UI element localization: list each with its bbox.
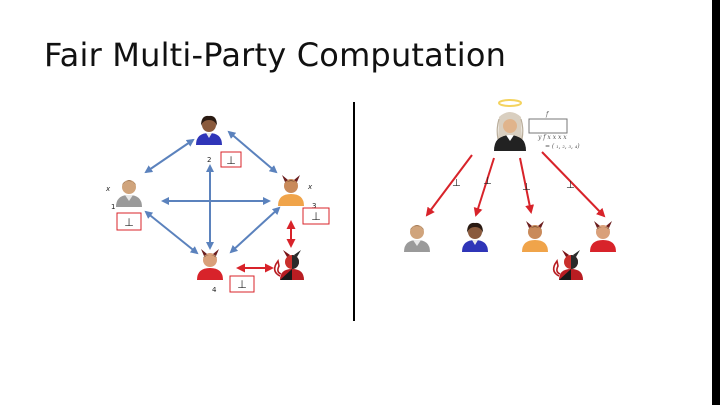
party-4-avatar	[197, 249, 223, 280]
adversary-avatar-left	[273, 249, 305, 281]
party-3-number: 3	[312, 202, 316, 210]
recipient-1-avatar	[404, 225, 430, 252]
halo-icon	[498, 99, 522, 107]
output-arrow-3	[519, 157, 535, 214]
party-4-number: 4	[212, 286, 217, 294]
output-arrow-1	[425, 154, 473, 217]
output-label-3: ⊥	[522, 182, 531, 193]
party-2-number: 2	[207, 156, 211, 164]
connection-1-2	[144, 138, 195, 174]
party-3-output-box	[302, 207, 330, 225]
party-3-input: x	[307, 183, 313, 191]
output-arrow-4	[541, 151, 606, 218]
trusted-party-avatar	[493, 111, 527, 152]
party-3-output: ⊥	[311, 210, 321, 223]
output-label-1: ⊥	[452, 178, 461, 189]
slide-title: Fair Multi-Party Computation	[44, 36, 507, 74]
connection-3-4	[229, 206, 281, 254]
party-4-output-box	[229, 275, 255, 293]
recipient-4-avatar	[590, 221, 616, 252]
party-2-avatar	[196, 115, 222, 145]
party-4-output: ⊥	[237, 278, 247, 291]
right-panel: f y f x x x x = ( ₁, ₂, ₃, ₄) ⊥ ⊥ ⊥ ⊥	[404, 99, 616, 281]
party-1-output-box	[116, 212, 142, 231]
party-1: x 1 ⊥	[105, 180, 142, 231]
party-1-avatar	[116, 180, 142, 207]
function-inputs: y f x x x x	[537, 134, 567, 141]
connection-2-3	[227, 130, 278, 174]
function-formula: = ( ₁, ₂, ₃, ₄)	[545, 143, 580, 150]
party-2-output: ⊥	[226, 154, 236, 167]
recipient-2-avatar	[462, 222, 488, 252]
output-label-4: ⊥	[566, 180, 575, 191]
party-2-output-box	[220, 151, 242, 168]
recipient-3-avatar	[522, 221, 548, 252]
connection-1-4	[144, 210, 199, 255]
party-2: 2 ⊥	[196, 115, 242, 168]
adversary-avatar-right	[552, 249, 584, 281]
party-3-avatar	[278, 175, 304, 206]
party-4: 4 ⊥	[197, 249, 255, 294]
output-arrow-2	[473, 157, 495, 217]
party-3: x 3 ⊥	[278, 175, 330, 225]
party-1-number: 1	[111, 203, 115, 211]
function-label: f	[545, 111, 550, 118]
party-1-output: ⊥	[124, 216, 134, 229]
right-edge-bar	[712, 0, 720, 405]
function-box	[528, 118, 568, 134]
output-label-2: ⊥	[483, 176, 492, 187]
party-1-input: x	[105, 185, 111, 193]
left-panel: 2 ⊥ x 1 ⊥ x 3 ⊥	[105, 115, 330, 294]
